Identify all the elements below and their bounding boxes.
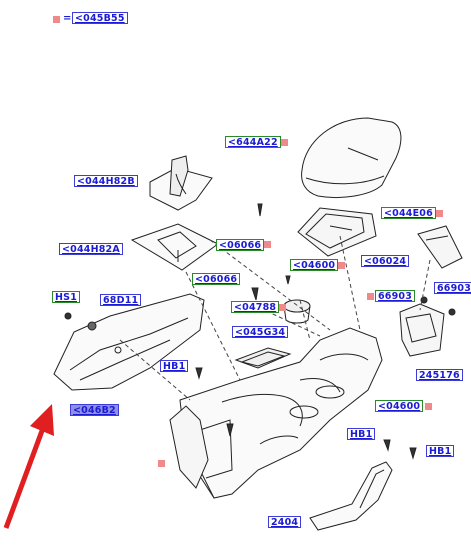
label-245176[interactable]: 245176 xyxy=(416,369,463,381)
label-hb1-b[interactable]: HB1 xyxy=(347,428,376,440)
legend-equals: = xyxy=(63,13,72,24)
screws xyxy=(64,203,456,460)
shifter-bezel-part xyxy=(130,223,219,271)
label-66903-a[interactable]: 66903 xyxy=(375,290,416,302)
right-bin-part xyxy=(399,303,445,357)
label-044h82b[interactable]: <044H82B xyxy=(74,175,138,187)
shift-boot-part xyxy=(149,155,213,211)
label-044e06[interactable]: <044E06 xyxy=(381,207,436,219)
legend-label[interactable]: <045B55 xyxy=(72,12,128,24)
label-66903-b[interactable]: 66903 xyxy=(434,282,471,294)
red-arrow xyxy=(3,404,54,529)
label-644a22[interactable]: <644A22 xyxy=(225,136,281,148)
label-045g34[interactable]: <045G34 xyxy=(232,326,289,338)
side-panel-part xyxy=(53,293,205,391)
marker-console-side xyxy=(158,460,165,467)
armrest-lid-part xyxy=(301,117,402,198)
label-044h82a[interactable]: <044H82A xyxy=(59,243,123,255)
label-06066-a[interactable]: <06066 xyxy=(216,239,265,251)
label-04600-b[interactable]: <04600 xyxy=(375,400,424,412)
marker-04600-a xyxy=(338,262,345,269)
marker-04600-b xyxy=(425,403,432,410)
leader-lines xyxy=(119,235,431,401)
label-2404[interactable]: 2404 xyxy=(268,516,302,528)
cup-holder-insert-part xyxy=(297,207,377,257)
marker-06066-a xyxy=(264,241,271,248)
legend-marker xyxy=(53,16,60,23)
label-68d11[interactable]: 68D11 xyxy=(100,294,142,306)
label-04600-a[interactable]: <04600 xyxy=(290,259,339,271)
label-046b2-selected[interactable]: <046B2 xyxy=(70,404,119,416)
label-06066-b[interactable]: <06066 xyxy=(192,273,241,285)
marker-644a22 xyxy=(281,139,288,146)
label-04788[interactable]: <04788 xyxy=(231,301,280,313)
lower-trim-part xyxy=(309,461,393,531)
label-hb1-a[interactable]: HB1 xyxy=(160,360,189,372)
label-hs1[interactable]: HS1 xyxy=(52,291,81,303)
bin-bracket-part xyxy=(417,225,463,269)
marker-044e06 xyxy=(436,210,443,217)
marker-66903-a xyxy=(367,293,374,300)
console-lower-part xyxy=(169,405,209,489)
label-06024[interactable]: <06024 xyxy=(361,255,410,267)
label-hb1-c[interactable]: HB1 xyxy=(426,445,455,457)
marker-04788 xyxy=(279,304,286,311)
tray-part xyxy=(234,347,292,369)
